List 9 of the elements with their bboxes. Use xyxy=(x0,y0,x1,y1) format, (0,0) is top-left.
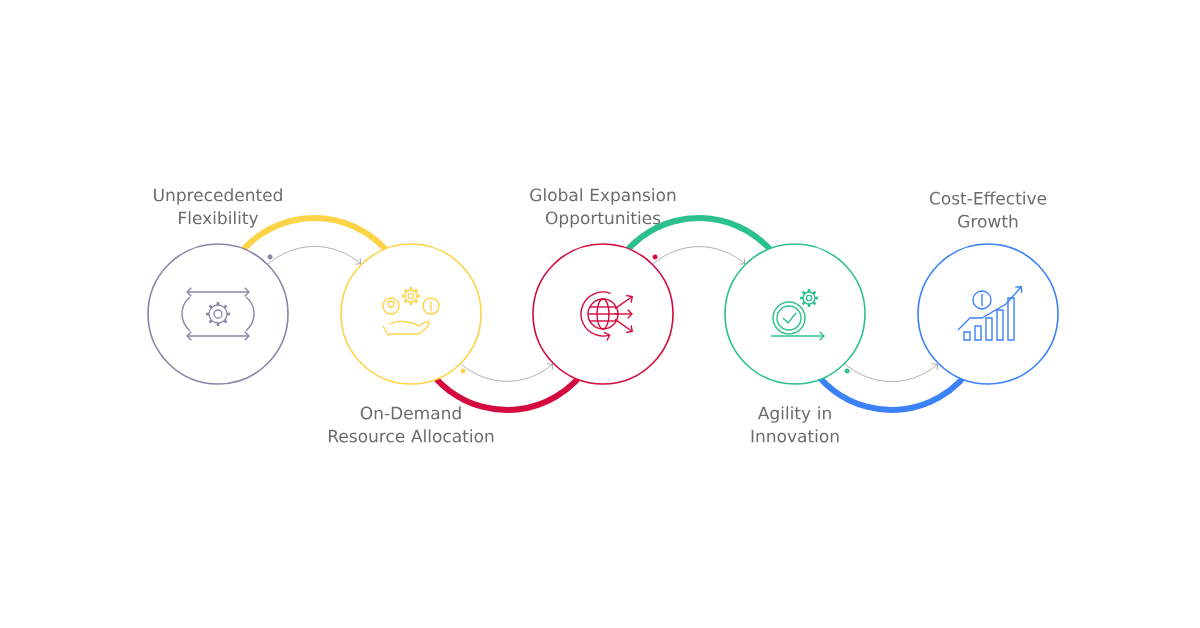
node-label: Unprecedented Flexibility xyxy=(154,188,282,228)
node-label: Agility in Innovation xyxy=(751,406,839,443)
arrow xyxy=(267,246,361,265)
arrow xyxy=(844,363,938,382)
node-label: On-Demand Resource Allocation xyxy=(328,406,494,443)
node-label: Cost-Effective Growth xyxy=(929,191,1047,228)
arrow xyxy=(460,363,553,382)
arrow xyxy=(652,246,745,265)
node-label: Global Expansion Opportunities xyxy=(530,188,676,228)
